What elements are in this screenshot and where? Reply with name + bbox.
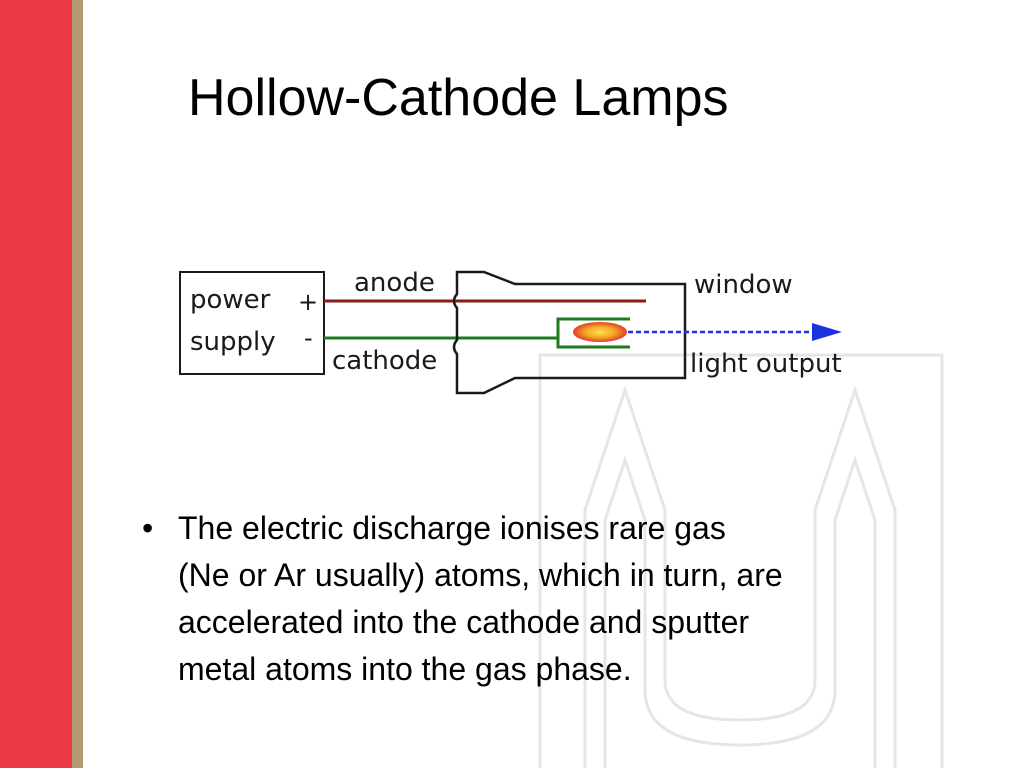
bullet-text-line-1: The electric discharge ionises rare gas bbox=[178, 510, 726, 546]
plus-terminal-sign: + bbox=[298, 288, 318, 316]
u-shape-logo-icon bbox=[538, 353, 944, 768]
cathode-label: cathode bbox=[332, 346, 437, 376]
bullet-list: • The electric discharge ionises rare ga… bbox=[142, 505, 942, 693]
hollow-cathode-cup bbox=[556, 317, 630, 349]
hollow-cathode-lamp-diagram: power supply + - anode cathode window li… bbox=[179, 268, 842, 395]
window-label: window bbox=[694, 270, 793, 300]
minus-terminal-sign: - bbox=[304, 324, 313, 352]
bullet-text-line-2: (Ne or Ar usually) atoms, which in turn,… bbox=[178, 557, 783, 593]
bullet-text-line-3: accelerated into the cathode and sputter bbox=[178, 604, 750, 640]
left-accent-band-tan bbox=[72, 0, 83, 768]
anode-label: anode bbox=[354, 268, 435, 298]
power-supply-box bbox=[179, 271, 325, 375]
lamp-envelope bbox=[452, 270, 687, 395]
bullet-text-line-4: metal atoms into the gas phase. bbox=[178, 651, 632, 687]
bullet-item: • The electric discharge ionises rare ga… bbox=[142, 505, 942, 693]
left-accent-band-red bbox=[0, 0, 72, 768]
light-output-label: light output bbox=[690, 349, 842, 379]
slide-title: Hollow-Cathode Lamps bbox=[188, 69, 729, 127]
power-supply-label-line2: supply bbox=[190, 327, 276, 357]
discharge-glow bbox=[573, 322, 627, 342]
light-output-arrowhead bbox=[812, 323, 842, 341]
bullet-glyph: • bbox=[142, 510, 154, 546]
power-supply-label-line1: power bbox=[190, 285, 271, 315]
